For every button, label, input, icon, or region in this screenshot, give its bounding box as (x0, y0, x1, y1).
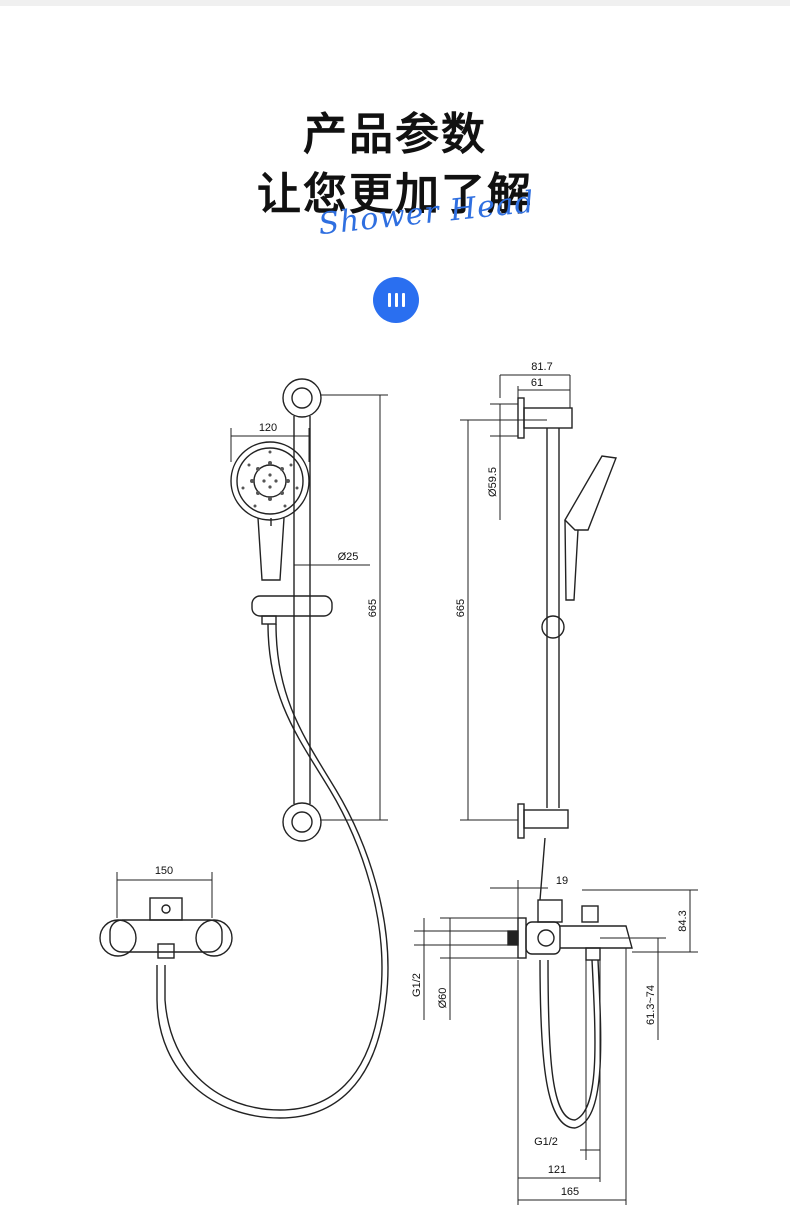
label-spout-offset: 19 (556, 875, 568, 887)
dim-top-offset (517, 386, 570, 398)
dim-center-range (600, 937, 666, 1040)
label-bracket-diameter: Ø59.5 (487, 467, 499, 497)
slider-clamp (251, 595, 333, 617)
rail-bottom-ring (282, 802, 322, 842)
label-rail-height-front: 665 (367, 599, 379, 617)
dim-depth-165 (518, 948, 627, 1205)
side-slider (541, 615, 565, 639)
front-view (99, 378, 389, 1119)
top-bracket-arm (523, 407, 573, 429)
label-center-range: 61.3~74 (645, 985, 657, 1025)
dim-bracket-diameter (490, 403, 518, 520)
mixer-right-flange (195, 919, 233, 957)
label-rail-height-side: 665 (455, 599, 467, 617)
rail-top-ring (282, 378, 322, 418)
rail-bottom-ring-inner (291, 811, 313, 833)
label-rail-diameter: Ø25 (338, 551, 359, 563)
dim-mixer-height (582, 889, 698, 953)
shower-handle (257, 517, 285, 581)
label-mixer-width: 150 (155, 865, 173, 877)
bottom-bracket-arm (523, 809, 569, 829)
mixer-outlet (157, 943, 175, 959)
dim-spout-offset (490, 880, 548, 918)
side-hose-top (539, 837, 546, 901)
dim-rail-height (320, 394, 388, 821)
side-mixer-knob (537, 929, 555, 947)
bottom-wall-plate (517, 803, 525, 839)
side-cartridge (537, 899, 563, 923)
mixer-inlet (507, 930, 519, 946)
top-wall-plate (517, 397, 525, 439)
label-mixer-height: 84.3 (677, 910, 689, 931)
shower-head-face (236, 447, 304, 515)
mixer-cartridge (149, 897, 183, 921)
mixer-wall-plate (517, 917, 527, 959)
side-hose-loop (547, 959, 596, 1121)
mixer-body (109, 919, 223, 953)
label-bottom-thread: G1/2 (534, 1136, 558, 1148)
label-inlet-diameter: Ø60 (437, 988, 449, 1009)
side-outlet (585, 947, 601, 961)
title-line-2: 让您更加了解 (257, 169, 533, 220)
top-strip (0, 0, 790, 6)
dim-bottom-thread (580, 960, 601, 1160)
label-top-width: 81.7 (531, 361, 552, 373)
dim-mixer-width (116, 872, 213, 918)
mixer-left-flange (99, 919, 137, 957)
diverter-knob (581, 905, 599, 923)
dim-top-width (499, 374, 571, 408)
side-handle (564, 519, 579, 601)
hose-inner (156, 623, 389, 1119)
hose-connector (261, 615, 277, 625)
dim-depth-121 (517, 960, 601, 1205)
side-mixer-body (525, 921, 561, 955)
title-line-1: 产品参数 (303, 109, 487, 160)
dim-inlet (414, 917, 518, 1020)
nozzle-pattern (241, 450, 299, 508)
dim-head-width (230, 428, 310, 462)
spout (560, 925, 633, 949)
shower-head-outer (230, 441, 310, 521)
side-view (414, 374, 698, 1205)
label-top-offset: 61 (531, 377, 543, 389)
three-bars-icon (373, 277, 419, 323)
mixer-knob (161, 904, 171, 914)
label-inlet-thread: G1/2 (411, 973, 423, 997)
rail-top-ring-inner (291, 387, 313, 409)
label-depth-165: 165 (561, 1186, 579, 1198)
label-head-width: 120 (259, 422, 277, 434)
side-shower-head (564, 455, 617, 531)
dim-side-rail-height (460, 419, 547, 821)
label-depth-121: 121 (548, 1164, 566, 1176)
side-hose-loop-outer (539, 959, 602, 1129)
hose-outer (164, 623, 383, 1111)
